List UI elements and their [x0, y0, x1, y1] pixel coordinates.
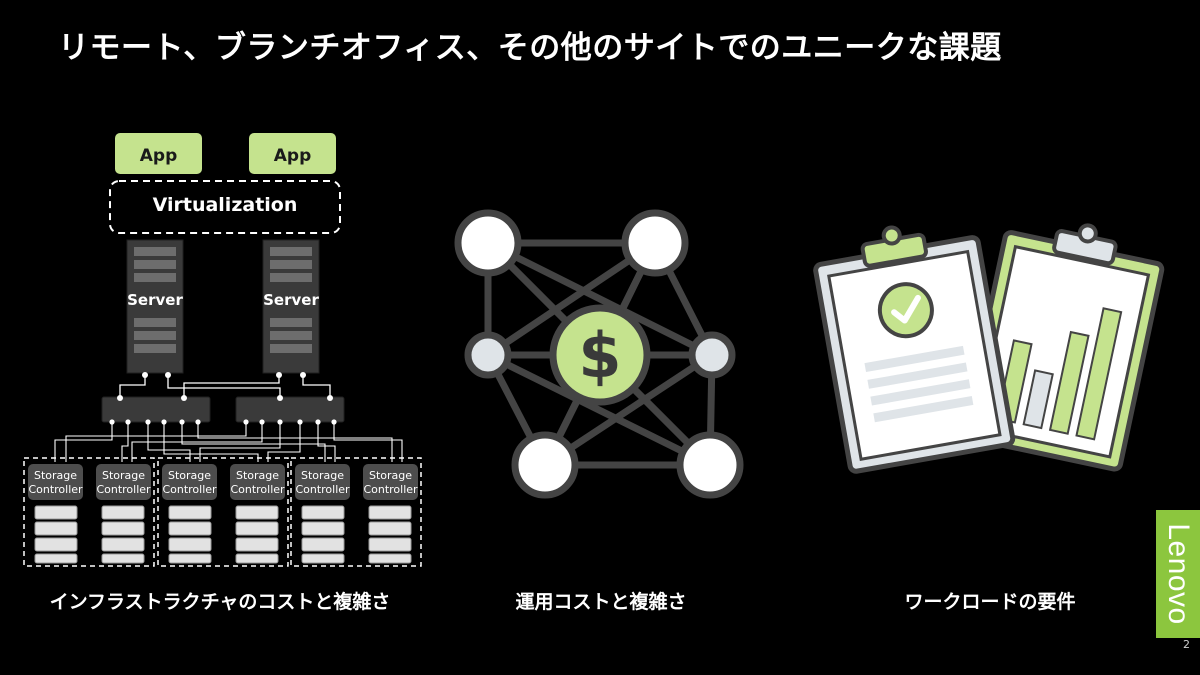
dollar-symbol: $ — [578, 319, 621, 392]
infrastructure-diagram: App App Virtualization Server Server — [23, 133, 422, 567]
app-label-2: App — [274, 146, 312, 166]
network-node-5 — [511, 431, 579, 499]
network-node-1 — [454, 209, 522, 277]
storage-label-2a: Storage — [102, 469, 145, 482]
lenovo-logo: Lenovo — [1156, 510, 1200, 638]
storage-controller-4 — [230, 464, 285, 500]
switch-storage-wires — [54, 422, 403, 462]
network-node-6 — [676, 431, 744, 499]
caption-infrastructure: インフラストラクチャのコストと複雑さ — [49, 591, 391, 613]
network-node-3 — [464, 331, 512, 379]
storage-label-4b: Controller — [230, 483, 285, 496]
virtualization-label: Virtualization — [153, 194, 298, 216]
app-label-1: App — [140, 146, 178, 166]
slide-title: リモート、ブランチオフィス、その他のサイトでのユニークな課題 — [58, 30, 1002, 66]
caption-operations: 運用コストと複雑さ — [515, 591, 687, 613]
server-2 — [262, 239, 320, 374]
network-node-2 — [621, 209, 689, 277]
storage-label-5a: Storage — [301, 469, 344, 482]
server-label-2: Server — [263, 291, 319, 309]
server-1 — [126, 239, 184, 374]
storage-label-3b: Controller — [162, 483, 217, 496]
storage-controller-2 — [96, 464, 151, 500]
caption-workload: ワークロードの要件 — [904, 591, 1076, 613]
network-dollar-icon: $ — [454, 209, 744, 499]
storage-label-4a: Storage — [236, 469, 279, 482]
storage-label-2b: Controller — [96, 483, 151, 496]
storage-label-1a: Storage — [34, 469, 77, 482]
storage-controller-1 — [28, 464, 83, 500]
storage-group-2 — [157, 457, 289, 567]
storage-label-3a: Storage — [168, 469, 211, 482]
page-number: 2 — [1183, 638, 1190, 651]
storage-group-3 — [290, 457, 422, 567]
clipboard-report-icon — [813, 223, 1165, 474]
network-node-4 — [688, 331, 736, 379]
storage-label-6b: Controller — [363, 483, 418, 496]
storage-label-6a: Storage — [369, 469, 412, 482]
storage-label-5b: Controller — [295, 483, 350, 496]
storage-controller-6 — [363, 464, 418, 500]
server-switch-wires — [119, 375, 331, 398]
storage-controller-5 — [295, 464, 350, 500]
app-box-1 — [115, 133, 202, 174]
storage-group-1 — [23, 457, 155, 567]
storage-controller-3 — [162, 464, 217, 500]
network-switch-1 — [101, 396, 211, 423]
disk-stacks — [34, 505, 412, 564]
server-label-1: Server — [127, 291, 183, 309]
storage-label-1b: Controller — [28, 483, 83, 496]
virtualization-box — [109, 180, 341, 234]
dollar-node — [549, 304, 651, 406]
app-box-2 — [249, 133, 336, 174]
lenovo-logo-text: Lenovo — [1162, 523, 1195, 625]
network-switch-2 — [235, 396, 345, 423]
